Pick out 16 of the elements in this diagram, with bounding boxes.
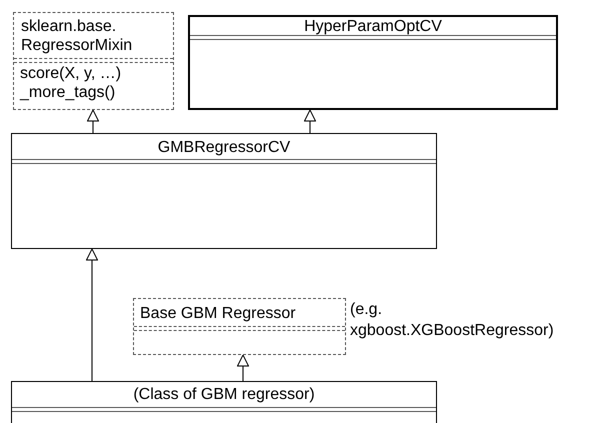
- class-box: [133, 298, 346, 355]
- method-signature: _more_tags(): [20, 84, 116, 101]
- class-box: [13, 12, 174, 110]
- class-box: [188, 15, 558, 110]
- inheritance-arrow: [237, 354, 249, 382]
- inheritance-arrow: [87, 110, 99, 134]
- method-signature: score(X, y, …): [20, 65, 122, 82]
- class-box: [11, 381, 437, 423]
- class-name: (Class of GBM regressor): [133, 386, 315, 403]
- class-name: sklearn.base. RegressorMixin: [21, 18, 132, 54]
- class-name: HyperParamOptCV: [304, 18, 442, 35]
- class-name: Base GBM Regressor: [140, 305, 296, 322]
- class-name: GMBRegressorCV: [158, 139, 290, 156]
- inheritance-arrow: [86, 248, 98, 382]
- inheritance-arrow: [304, 110, 316, 134]
- class-box: [11, 133, 437, 249]
